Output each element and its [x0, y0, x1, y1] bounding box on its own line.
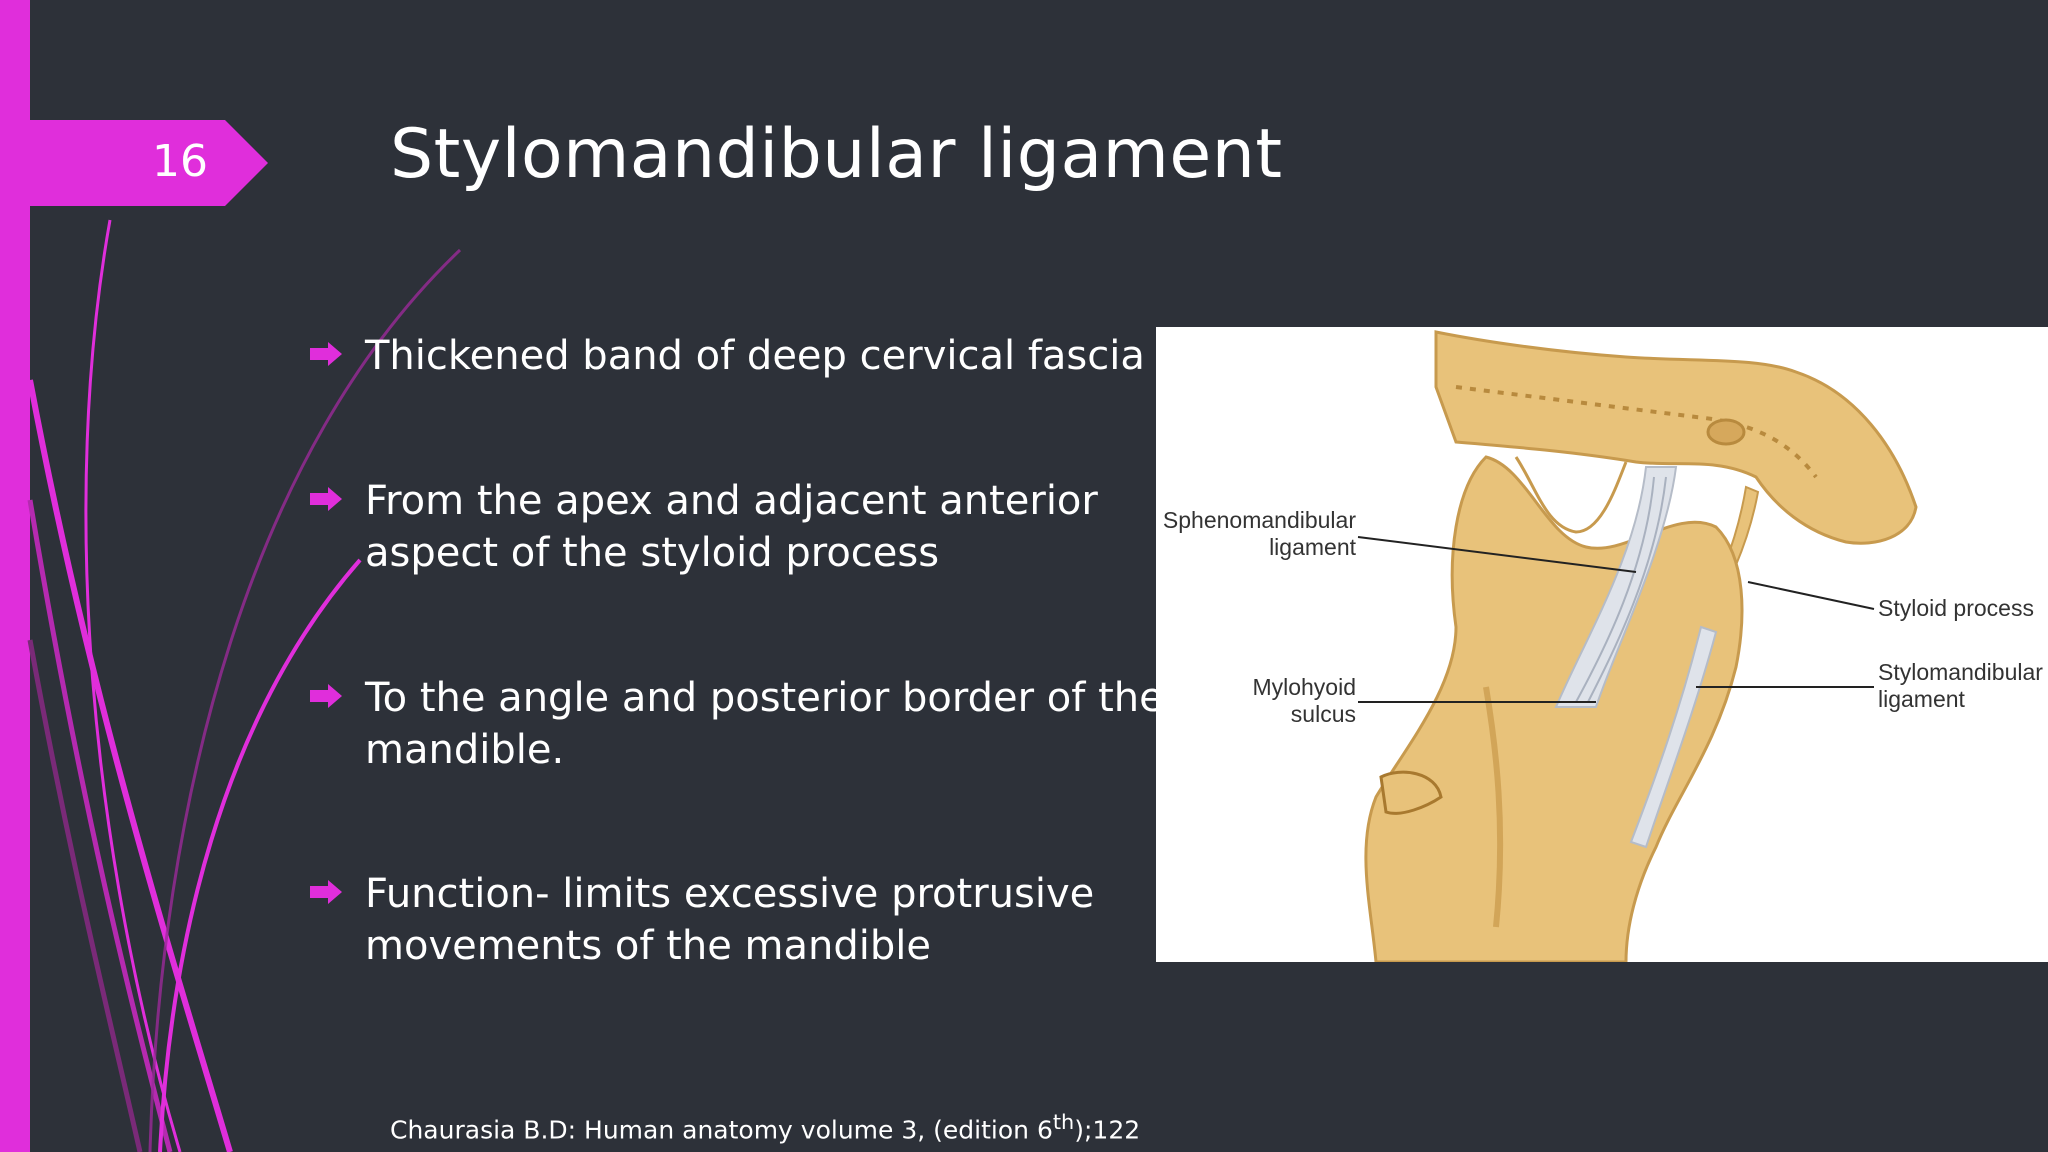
arrow-icon: [310, 684, 342, 708]
citation-tail: );122: [1074, 1115, 1141, 1145]
citation-text: Chaurasia B.D: Human anatomy volume 3, (…: [390, 1115, 1053, 1145]
slide-number-tab: [30, 120, 268, 206]
bullet-text: Function- limits excessive protrusive mo…: [365, 871, 1095, 969]
accent-bar: [0, 0, 30, 1152]
bullet-text: From the apex and adjacent anterior aspe…: [365, 478, 1098, 576]
slide-number: 16: [152, 136, 208, 187]
decorative-curves: [27, 219, 462, 1152]
anatomy-figure: Sphenomandibular ligament Mylohyoid sulc…: [1156, 327, 2048, 962]
slide-title: Stylomandibular ligament: [390, 115, 1283, 194]
mandible-illustration: [1357, 330, 1918, 962]
bullet-text: To the angle and posterior border of the…: [365, 675, 1164, 773]
label-stylomandibular: Stylomandibular ligament: [1878, 659, 2043, 712]
citation: Chaurasia B.D: Human anatomy volume 3, (…: [390, 1110, 1140, 1144]
label-styloid: Styloid process: [1878, 595, 2034, 621]
label-mylohyoid: Mylohyoid sulcus: [1252, 674, 1356, 727]
label-sphenomandibular: Sphenomandibular ligament: [1162, 507, 1356, 560]
arrow-icon: [310, 342, 342, 366]
bullet-text: Thickened band of deep cervical fascia: [365, 333, 1145, 379]
citation-superscript: th: [1052, 1110, 1075, 1134]
arrow-icon: [310, 880, 342, 904]
arrow-icon: [310, 487, 342, 511]
